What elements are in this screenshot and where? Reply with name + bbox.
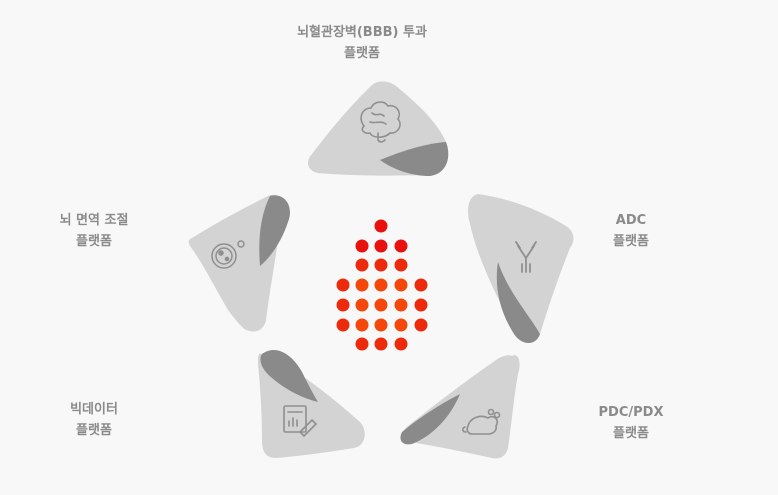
label-pdc-sub: 플랫폼 [613, 426, 649, 441]
cell-icon [211, 240, 245, 269]
label-adc-sub: 플랫폼 [613, 234, 649, 249]
center-dot [355, 298, 369, 312]
label-pdc: PDC/PDX 플랫폼 [599, 402, 664, 444]
label-immune-title: 뇌 면역 조절 [59, 213, 129, 228]
center-dot [394, 337, 408, 351]
center-dot [374, 318, 388, 332]
center-dot [414, 298, 428, 312]
center-dot [355, 239, 369, 253]
petal-immune[interactable] [188, 194, 290, 332]
center-dot [355, 337, 369, 351]
petal-pdc[interactable] [400, 355, 520, 459]
label-bbb-sub: 플랫폼 [344, 46, 380, 61]
center-dot [374, 219, 388, 233]
center-dot [394, 298, 408, 312]
label-bigdata-title: 빅데이터 [70, 402, 118, 417]
center-dot [394, 318, 408, 332]
center-dot [394, 278, 408, 292]
center-dot [374, 239, 388, 253]
center-dot [355, 278, 369, 292]
petal-pdc-fold [400, 394, 460, 445]
center-dot [336, 298, 350, 312]
center-dot [374, 298, 388, 312]
petal-adc-fold [496, 262, 540, 343]
center-dot [336, 278, 350, 292]
center-dot [374, 337, 388, 351]
center-dot-drop [336, 219, 428, 351]
data-report-icon [283, 405, 318, 438]
petal-pdc-body [402, 355, 520, 459]
label-immune: 뇌 면역 조절 플랫폼 [60, 210, 129, 252]
petal-bigdata[interactable] [258, 350, 365, 458]
brain-icon [360, 101, 401, 143]
center-dot [394, 258, 408, 272]
center-dot [355, 258, 369, 272]
label-pdc-title: PDC/PDX [598, 405, 664, 420]
label-bigdata-sub: 플랫폼 [76, 423, 112, 438]
petal-bbb[interactable] [308, 81, 449, 176]
mouse-icon [462, 408, 501, 435]
center-dot [336, 318, 350, 332]
petal-adc[interactable] [468, 194, 574, 343]
label-immune-sub: 플랫폼 [76, 234, 112, 249]
center-dot [374, 258, 388, 272]
center-dot [355, 318, 369, 332]
center-dot [414, 278, 428, 292]
petal-bigdata-fold [260, 350, 318, 402]
petal-bbb-fold [380, 142, 449, 176]
label-bbb: 뇌혈관장벽(BBB) 투과 플랫폼 [297, 22, 427, 64]
antibody-icon [515, 241, 537, 273]
center-dot [414, 318, 428, 332]
label-bigdata: 빅데이터 플랫폼 [70, 399, 118, 441]
center-dot [394, 239, 408, 253]
label-adc: ADC 플랫폼 [613, 210, 649, 252]
petal-adc-body [468, 194, 574, 343]
petal-immune-fold [259, 195, 290, 266]
petal-immune-body [188, 194, 283, 332]
center-dot [374, 278, 388, 292]
label-bbb-title: 뇌혈관장벽(BBB) 투과 [297, 25, 427, 40]
label-adc-title: ADC [615, 213, 647, 228]
